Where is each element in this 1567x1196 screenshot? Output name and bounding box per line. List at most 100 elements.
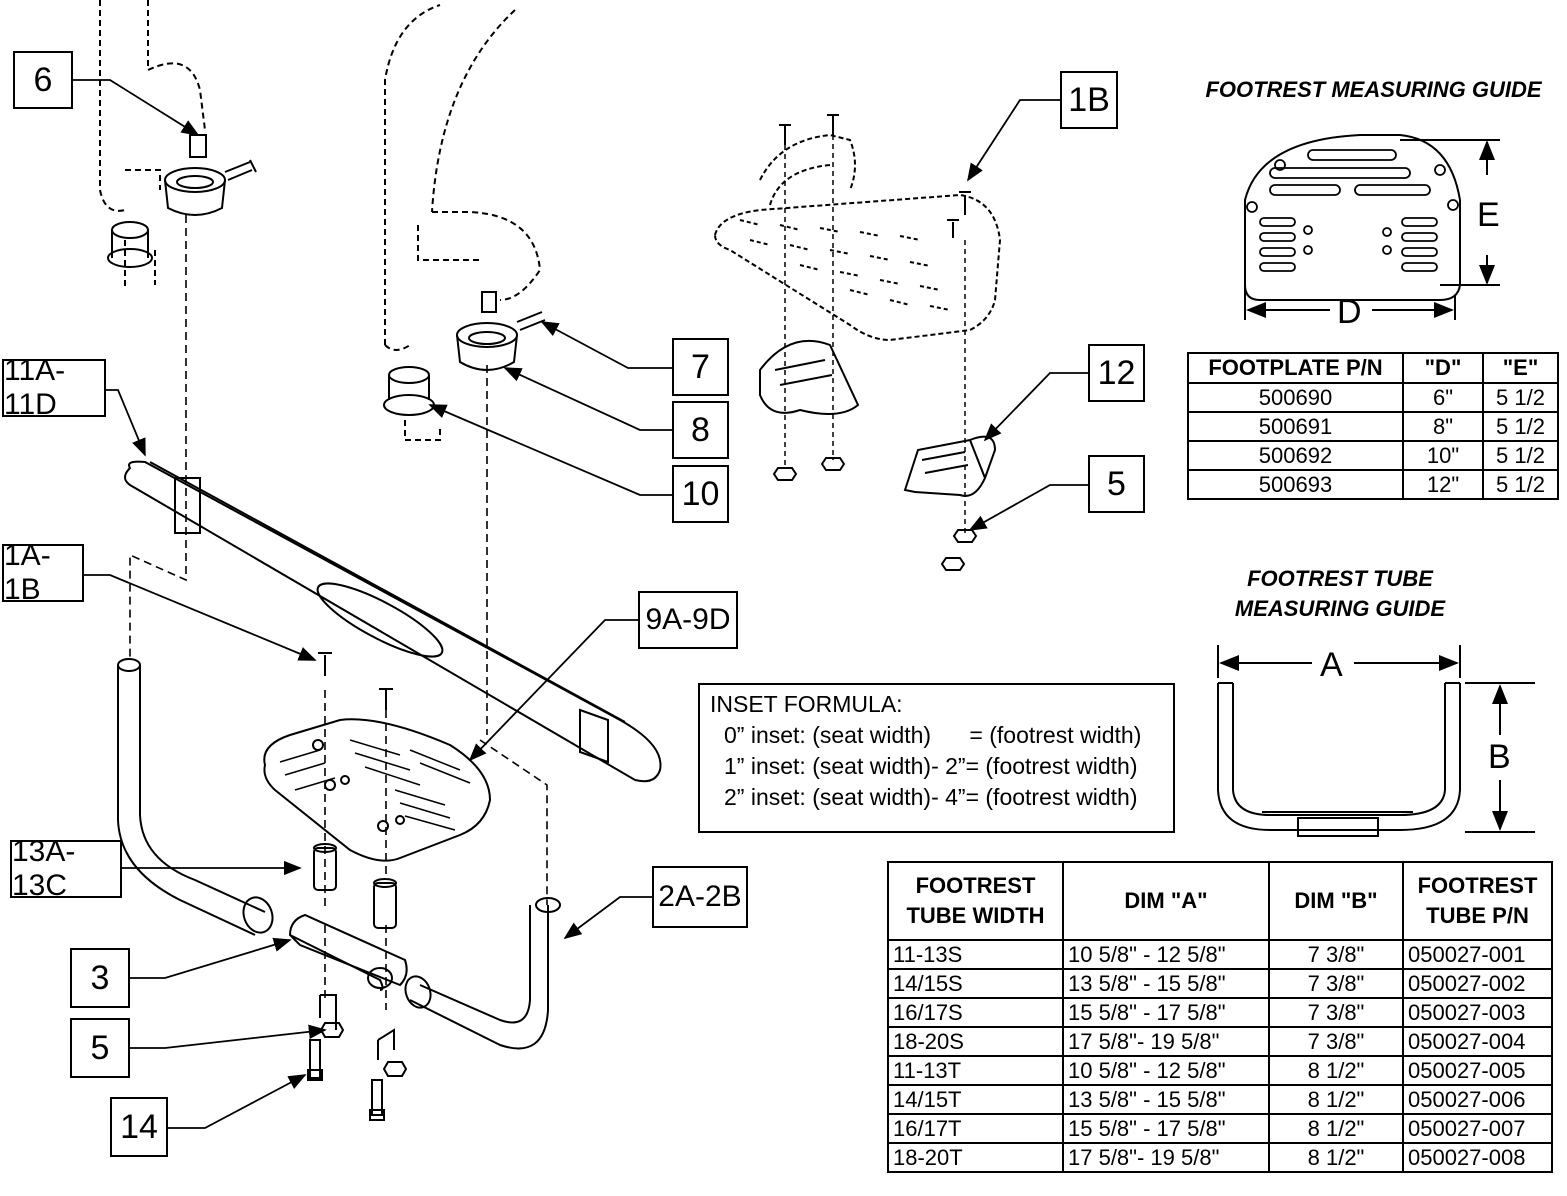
- dim-d-value: 8": [1402, 411, 1484, 442]
- inset-formula-line: 1” inset: (seat width)- 2”= (footrest wi…: [724, 753, 1138, 779]
- callout-14: 14: [110, 1097, 168, 1157]
- inset-formula-line: 2” inset: (seat width)- 4”= (footrest wi…: [724, 784, 1138, 810]
- dim-b-value: 7 3/8": [1268, 1026, 1404, 1057]
- header-footplate-pn: FOOTPLATE P/N: [1187, 352, 1404, 384]
- table-row: 14/15S 13 5/8" - 15 5/8" 7 3/8" 050027-0…: [887, 968, 1553, 999]
- header-dim-b: DIM "B": [1268, 861, 1404, 941]
- callout-3: 3: [70, 948, 130, 1008]
- tube-guide-title: FOOTREST TUBE MEASURING GUIDE: [1200, 564, 1480, 624]
- table-row: 16/17T 15 5/8" - 17 5/8" 8 1/2" 050027-0…: [887, 1113, 1553, 1144]
- tube-pn: 050027-001: [1402, 939, 1553, 970]
- tube-width: 11-13S: [887, 939, 1064, 970]
- heel-loop-upper: [759, 339, 860, 415]
- footrest-tube: [117, 658, 561, 1050]
- dim-e-label: E: [1477, 196, 1500, 234]
- callout-11a-11d: 11A-11D: [2, 354, 106, 421]
- tube-width: 18-20S: [887, 1026, 1064, 1057]
- dim-a-value: 17 5/8"- 19 5/8": [1062, 1026, 1270, 1057]
- tube-width: 16/17T: [887, 1113, 1064, 1144]
- tube-pn: 050027-004: [1402, 1026, 1553, 1057]
- header-d: "D": [1402, 352, 1484, 384]
- callout-1a-1b: 1A-1B: [2, 539, 84, 606]
- table-row: 18-20S 17 5/8"- 19 5/8" 7 3/8" 050027-00…: [887, 1026, 1553, 1057]
- dim-b-value: 7 3/8": [1268, 997, 1404, 1028]
- footplate-main: [263, 652, 492, 862]
- footrest-tube-table: FOOTREST TUBE WIDTH DIM "A" DIM "B" FOOT…: [887, 861, 1553, 1173]
- table-row: 18-20T 17 5/8"- 19 5/8" 8 1/2" 050027-00…: [887, 1142, 1553, 1173]
- tube-guide-title-line1: FOOTREST TUBE: [1247, 566, 1433, 591]
- header-dim-a: DIM "A": [1062, 861, 1270, 941]
- table-row: 14/15T 13 5/8" - 15 5/8" 8 1/2" 050027-0…: [887, 1084, 1553, 1115]
- tube-pn: 050027-005: [1402, 1055, 1553, 1086]
- footplate-table: FOOTPLATE P/N "D" "E" 500690 6" 5 1/2 50…: [1187, 352, 1559, 500]
- tube-pn: 050027-007: [1402, 1113, 1553, 1144]
- dim-d-value: 10": [1402, 440, 1484, 471]
- dim-d-value: 6": [1402, 382, 1484, 413]
- dim-d-value: 12": [1402, 469, 1484, 500]
- inset-formula-line: 0” inset: (seat width) = (footrest width…: [724, 722, 1142, 748]
- table-row: 16/17S 15 5/8" - 17 5/8" 7 3/8" 050027-0…: [887, 997, 1553, 1028]
- dim-e-value: 5 1/2: [1482, 411, 1559, 442]
- dim-a-value: 15 5/8" - 17 5/8": [1062, 1113, 1270, 1144]
- table-row: 11-13S 10 5/8" - 12 5/8" 7 3/8" 050027-0…: [887, 939, 1553, 970]
- footrest-guide-title: FOOTREST MEASURING GUIDE: [1205, 77, 1542, 102]
- callout-1b: 1B: [1060, 71, 1118, 129]
- callout-5-right: 5: [1088, 455, 1145, 513]
- tube-width: 14/15T: [887, 1084, 1064, 1115]
- callout-2a-2b: 2A-2B: [652, 866, 748, 928]
- dim-b-value: 8 1/2": [1268, 1084, 1404, 1115]
- tube-bracket: [288, 913, 408, 991]
- tube-pn: 050027-008: [1402, 1142, 1553, 1173]
- dim-e-value: 5 1/2: [1482, 440, 1559, 471]
- dim-a-value: 13 5/8" - 15 5/8": [1062, 968, 1270, 999]
- tube-guide-title-line2: MEASURING GUIDE: [1234, 596, 1446, 621]
- callout-6: 6: [13, 51, 73, 109]
- tube-pn: 050027-006: [1402, 1084, 1553, 1115]
- inset-formula-box: INSET FORMULA: 0” inset: (seat width) = …: [698, 683, 1175, 833]
- table-row: 500691 8" 5 1/2: [1187, 411, 1559, 442]
- swingaway-bar: [124, 460, 662, 783]
- tube-width: 11-13T: [887, 1055, 1064, 1086]
- tube-pn: 050027-003: [1402, 997, 1553, 1028]
- hanger-left: [99, 0, 257, 290]
- hanger-center: [383, 4, 546, 441]
- dim-a-value: 17 5/8"- 19 5/8": [1062, 1142, 1270, 1173]
- tube-pn: 050027-002: [1402, 968, 1553, 999]
- table-row: 500690 6" 5 1/2: [1187, 382, 1559, 413]
- dim-b-label: B: [1488, 738, 1511, 776]
- footplate-pn: 500691: [1187, 411, 1404, 442]
- header-tube-width: FOOTREST TUBE WIDTH: [887, 861, 1064, 941]
- footplate-pn: 500690: [1187, 382, 1404, 413]
- callout-9a-9d: 9A-9D: [638, 591, 738, 649]
- dim-b-value: 8 1/2": [1268, 1142, 1404, 1173]
- callout-10: 10: [672, 465, 729, 523]
- table-row: 500693 12" 5 1/2: [1187, 469, 1559, 500]
- callout-12: 12: [1088, 344, 1145, 402]
- dim-e-value: 5 1/2: [1482, 469, 1559, 500]
- callout-7: 7: [672, 338, 729, 396]
- dim-a-value: 15 5/8" - 17 5/8": [1062, 997, 1270, 1028]
- dim-a-value: 13 5/8" - 15 5/8": [1062, 1084, 1270, 1115]
- footplate-table-header: FOOTPLATE P/N "D" "E": [1187, 352, 1559, 384]
- leader-lines: [72, 79, 1088, 1129]
- callout-8: 8: [672, 401, 729, 459]
- inset-formula-title: INSET FORMULA:: [710, 691, 903, 717]
- bolts-and-nuts: [307, 994, 408, 1121]
- callout-5-left: 5: [70, 1018, 130, 1078]
- heel-loop-12: [903, 435, 997, 497]
- header-tube-pn: FOOTREST TUBE P/N: [1402, 861, 1553, 941]
- tube-width: 14/15S: [887, 968, 1064, 999]
- footplate-flipup: [713, 114, 1002, 571]
- dim-d-label: D: [1337, 293, 1362, 331]
- spacers: [313, 843, 397, 929]
- footplate-pn: 500693: [1187, 469, 1404, 500]
- dim-b-value: 7 3/8": [1268, 968, 1404, 999]
- dim-e-value: 5 1/2: [1482, 382, 1559, 413]
- dim-b-value: 7 3/8": [1268, 939, 1404, 970]
- dim-b-value: 8 1/2": [1268, 1113, 1404, 1144]
- dim-a-label: A: [1320, 646, 1343, 684]
- footplate-guide-drawing: [1244, 134, 1500, 320]
- dim-a-value: 10 5/8" - 12 5/8": [1062, 939, 1270, 970]
- table-row: 11-13T 10 5/8" - 12 5/8" 8 1/2" 050027-0…: [887, 1055, 1553, 1086]
